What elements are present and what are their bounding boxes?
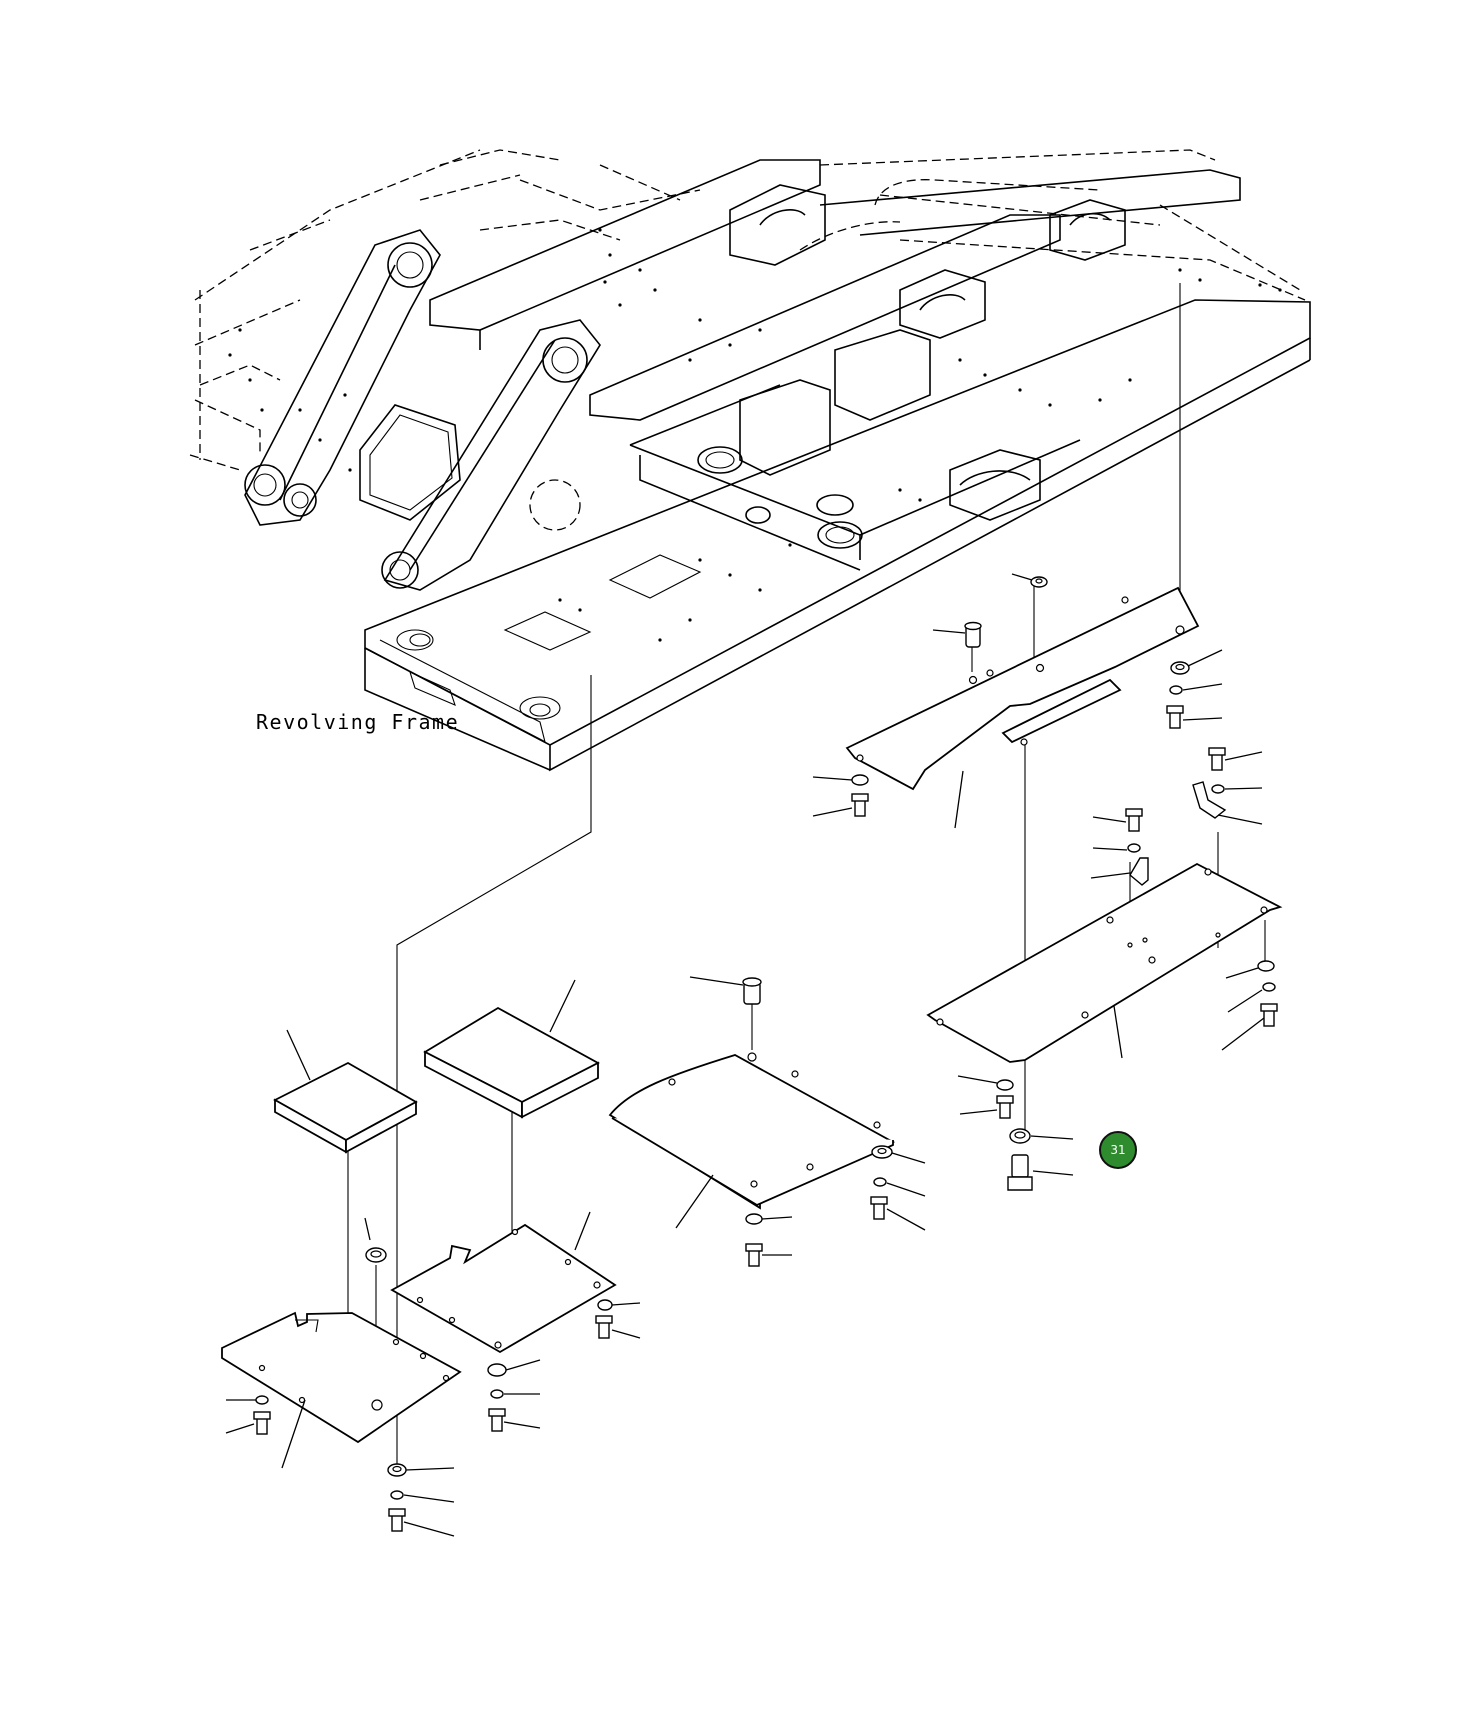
callout-badge-circle xyxy=(1099,1131,1137,1169)
revolving-frame-drawing: Revolving Frame xyxy=(189,149,1311,772)
callout-badge-31[interactable]: 31 xyxy=(1099,1131,1137,1169)
middle-cover-plate xyxy=(608,1052,896,1229)
lower-cover-plate xyxy=(926,862,1283,1063)
callout-number: 31 xyxy=(1110,1143,1125,1157)
lower-small-plates xyxy=(221,1211,617,1469)
pads xyxy=(273,979,600,1154)
upper-cover-plate xyxy=(845,586,1200,829)
hardware xyxy=(225,573,1278,1537)
revolving-frame-label: Revolving Frame xyxy=(256,710,459,734)
